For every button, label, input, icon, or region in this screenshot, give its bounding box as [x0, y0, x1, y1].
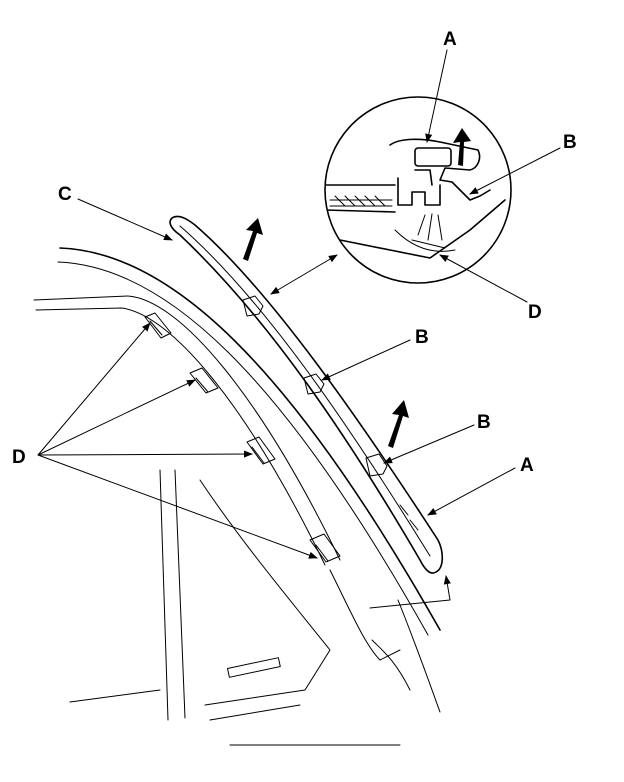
pull-arrows	[243, 128, 471, 448]
callout-a-top: A	[443, 29, 457, 50]
detail-view	[324, 96, 512, 284]
vehicle-body	[33, 247, 441, 746]
door-frame-upper	[33, 295, 341, 561]
leader-d-3	[37, 450, 253, 458]
clip-d-2	[189, 367, 219, 394]
leader-detail-to-molding	[270, 254, 338, 295]
roof-outer-line	[59, 247, 441, 631]
callout-labels: A B C D B B A D	[12, 29, 577, 476]
detail-clip-body	[397, 169, 441, 206]
window-glass-edge	[159, 469, 186, 721]
molding-clip-b-upper	[242, 295, 264, 317]
leader-d-2	[37, 379, 196, 456]
quarter-window-frame	[199, 479, 331, 706]
leader-lines	[37, 49, 561, 609]
molding-clip-b-mid	[303, 373, 325, 395]
molding-clip-b-lower	[365, 453, 388, 477]
leader-a-top	[425, 49, 448, 143]
roof-inner-line	[57, 261, 429, 636]
door-frame-upper-inner	[35, 307, 326, 566]
clip-d-1	[144, 312, 172, 339]
detail-molding-profile	[389, 138, 491, 201]
pull-arrow-lower	[388, 400, 409, 448]
leader-d-4	[37, 454, 318, 559]
detail-roof-panel	[325, 184, 506, 259]
roof-molding	[169, 215, 444, 574]
leader-molding-end	[369, 575, 451, 609]
pull-arrow-upper	[243, 218, 263, 261]
leader-b-detail	[469, 147, 561, 195]
leader-a-right	[427, 467, 516, 516]
molding-inner-line	[179, 225, 431, 557]
detail-molding-head	[414, 147, 452, 167]
detail-contents	[325, 138, 506, 259]
leader-c	[77, 198, 173, 241]
body-clips	[144, 312, 341, 563]
leader-d-detail	[439, 254, 528, 303]
callout-b-detail: B	[563, 132, 577, 153]
clip-d-4	[309, 533, 341, 563]
detail-base-curve	[394, 229, 456, 252]
callout-a-right: A	[520, 455, 534, 476]
lower-body-line	[69, 689, 401, 746]
callout-c: C	[58, 184, 72, 205]
leader-b-upper	[321, 339, 411, 381]
pillar-lower	[329, 569, 411, 691]
molding-end-detail	[399, 504, 419, 531]
callout-d-detail: D	[528, 302, 542, 323]
detail-circle	[324, 96, 512, 284]
clip-d-3	[246, 436, 276, 465]
molding-outline	[169, 215, 444, 574]
leader-b-lower	[383, 424, 475, 464]
detail-hatch	[329, 195, 393, 207]
leader-d-1	[37, 322, 151, 456]
callout-d-left: D	[12, 447, 26, 468]
callout-b-upper: B	[415, 327, 429, 348]
detail-clip-leg	[411, 213, 446, 249]
body-side-line	[397, 599, 441, 713]
side-marker	[227, 657, 281, 678]
callout-b-lower: B	[477, 412, 491, 433]
